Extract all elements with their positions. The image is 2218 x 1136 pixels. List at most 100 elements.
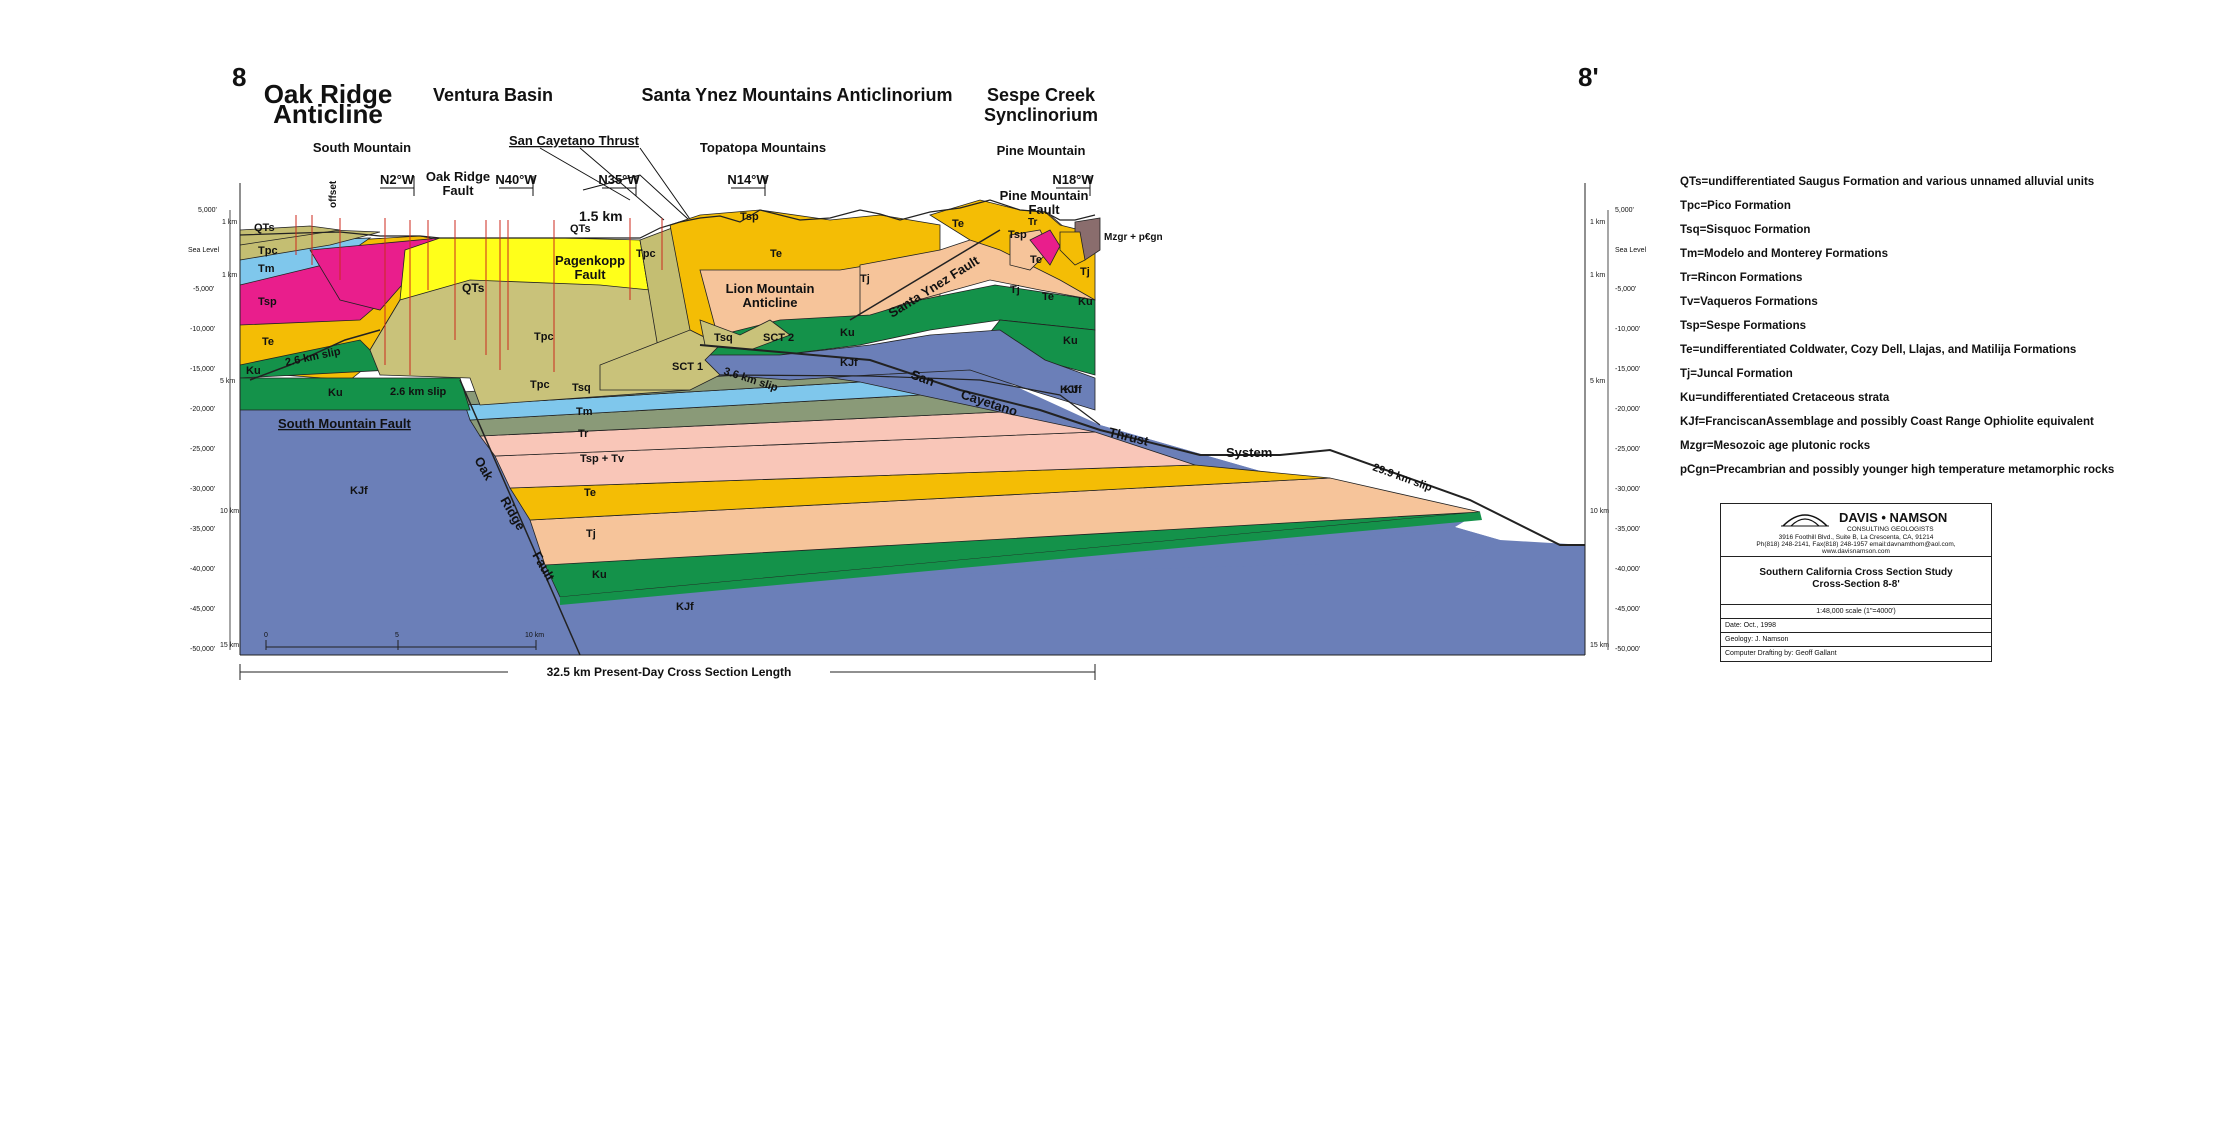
label-south-mountain: South Mountain <box>313 140 411 155</box>
svg-text:Ku: Ku <box>1063 335 1078 347</box>
svg-text:KJf: KJf <box>350 485 368 497</box>
svg-text:-40,000': -40,000' <box>190 566 215 573</box>
section-id-right: 8' <box>1578 62 1599 92</box>
legend-item: Tsp=Sespe Formations <box>1680 320 1807 332</box>
svg-text:Te: Te <box>262 336 274 348</box>
svg-text:1 km: 1 km <box>222 272 237 279</box>
legend-item: Tpc=Pico Formation <box>1680 200 1791 212</box>
date-note: Date: Oct., 1998 <box>1721 618 1991 632</box>
svg-text:-50,000': -50,000' <box>190 646 215 653</box>
strike-label: N2°W <box>380 172 415 187</box>
legend-item: QTs=undifferentiated Saugus Formation an… <box>1680 176 2095 188</box>
svg-text:5 km: 5 km <box>1590 378 1605 385</box>
geology-credit: Geology: J. Namson <box>1721 632 1991 646</box>
svg-text:Te: Te <box>584 487 596 499</box>
svg-text:5,000': 5,000' <box>198 207 217 214</box>
svg-text:Sea Level: Sea Level <box>188 247 220 254</box>
section-length-bar: 32.5 km Present-Day Cross Section Length <box>239 664 1096 680</box>
strike-label: N14°W <box>727 172 769 187</box>
svg-text:-35,000': -35,000' <box>1615 526 1640 533</box>
svg-text:Tsp: Tsp <box>1008 229 1027 241</box>
geologic-section <box>239 183 1586 656</box>
svg-text:Tr: Tr <box>1028 217 1038 228</box>
svg-text:KJf: KJf <box>676 601 694 613</box>
svg-text:Tr: Tr <box>578 428 589 440</box>
unit-legend: QTs=undifferentiated Saugus Formation an… <box>1680 170 2200 482</box>
svg-text:-50,000': -50,000' <box>1615 646 1640 653</box>
study-title: Southern California Cross Section Study <box>1759 567 1953 578</box>
legend-item: Tj=Juncal Formation <box>1680 368 1793 380</box>
svg-text:Ku: Ku <box>328 387 343 399</box>
svg-text:SCT 2: SCT 2 <box>763 332 794 344</box>
svg-text:Tpc: Tpc <box>534 331 554 343</box>
svg-text:1 km: 1 km <box>1590 272 1605 279</box>
svg-text:-45,000': -45,000' <box>1615 606 1640 613</box>
label-pine-mountain: Pine Mountain <box>997 143 1086 158</box>
company-web: www.davisnamson.com <box>1822 548 1890 555</box>
svg-text:-40,000': -40,000' <box>1615 566 1640 573</box>
svg-text:Tm: Tm <box>258 263 275 275</box>
study-title-block: Southern California Cross Section Study … <box>1721 556 1991 604</box>
svg-text:QTs: QTs <box>462 281 485 295</box>
svg-text:15 km: 15 km <box>220 642 239 649</box>
unit-labels: QTs Tpc Tm Tsp Te Ku Ku QTs QTs Tpc Tpc … <box>246 211 1163 613</box>
svg-text:-10,000': -10,000' <box>1615 326 1640 333</box>
svg-text:1 km: 1 km <box>1590 219 1605 226</box>
legend-item: Mzgr=Mesozoic age plutonic rocks <box>1680 440 1871 452</box>
svg-text:5 km: 5 km <box>220 378 235 385</box>
svg-text:System: System <box>1226 445 1272 460</box>
svg-text:Tpc: Tpc <box>258 245 278 257</box>
header-santa-ynez-anticlinorium: Santa Ynez Mountains Anticlinorium <box>641 85 952 105</box>
svg-text:-10,000': -10,000' <box>190 326 215 333</box>
svg-text:Ku: Ku <box>592 569 607 581</box>
svg-text:Tj: Tj <box>1010 284 1020 296</box>
drafting-credit: Computer Drafting by: Geoff Gallant <box>1721 646 1991 660</box>
label-offset: offset <box>328 180 339 208</box>
svg-text:Tj: Tj <box>1080 266 1090 278</box>
legend-item: Tsq=Sisquoc Formation <box>1680 224 1811 236</box>
label-topatopa-mountains: Topatopa Mountains <box>700 140 826 155</box>
svg-text:-20,000': -20,000' <box>1615 406 1640 413</box>
section-id-left: 8 <box>232 62 246 92</box>
svg-text:10 km: 10 km <box>525 632 544 639</box>
svg-text:Tsp: Tsp <box>258 296 277 308</box>
company-address: 3916 Foothill Blvd., Suite B, La Crescen… <box>1778 534 1934 541</box>
svg-text:KJf: KJf <box>1064 384 1082 396</box>
label-san-cayetano-thrust: San Cayetano Thrust <box>509 133 640 148</box>
depth-scale-labels: 5,000' Sea Level 1 km 1 km 5,000' Sea Le… <box>188 207 1647 653</box>
legend-item: pCgn=Precambrian and possibly younger hi… <box>1680 464 2115 476</box>
svg-text:-15,000': -15,000' <box>1615 366 1640 373</box>
svg-text:Tsp: Tsp <box>740 211 759 223</box>
svg-text:South Mountain Fault: South Mountain Fault <box>278 416 412 431</box>
svg-text:-25,000': -25,000' <box>1615 446 1640 453</box>
svg-text:1 km: 1 km <box>222 219 237 226</box>
svg-text:-25,000': -25,000' <box>190 446 215 453</box>
svg-text:Mzgr + p€gn: Mzgr + p€gn <box>1104 232 1163 243</box>
company-block: DAVIS • NAMSON CONSULTING GEOLOGISTS 391… <box>1721 504 1991 556</box>
svg-text:5,000': 5,000' <box>1615 207 1634 214</box>
svg-text:Tj: Tj <box>586 528 596 540</box>
svg-text:Ku: Ku <box>246 365 261 377</box>
svg-text:QTs: QTs <box>254 222 275 234</box>
scale-note: 1:48,000 scale (1"=4000') <box>1721 604 1991 618</box>
svg-text:10 km: 10 km <box>1590 508 1609 515</box>
company-contact: Ph(818) 248-2141, Fax(818) 248-1957 emai… <box>1756 541 1956 548</box>
strike-labels: N2°W N40°W N35°W N14°W N18°W <box>380 172 1094 196</box>
svg-text:Tj: Tj <box>860 273 870 285</box>
svg-text:Tsp + Tv: Tsp + Tv <box>580 453 625 465</box>
svg-text:-5,000': -5,000' <box>1615 286 1636 293</box>
svg-text:KJf: KJf <box>840 357 858 369</box>
svg-text:0: 0 <box>264 632 268 639</box>
logo-icon <box>1781 510 1829 528</box>
svg-text:2.6 km slip: 2.6 km slip <box>390 386 447 398</box>
section-title: Cross-Section 8-8' <box>1812 579 1900 590</box>
svg-text:Te: Te <box>1030 254 1042 266</box>
svg-text:10 km: 10 km <box>220 508 239 515</box>
svg-text:KJf: KJf <box>1060 384 1078 396</box>
svg-text:32.5 km Present-Day Cross Sect: 32.5 km Present-Day Cross Section Length <box>547 665 792 679</box>
